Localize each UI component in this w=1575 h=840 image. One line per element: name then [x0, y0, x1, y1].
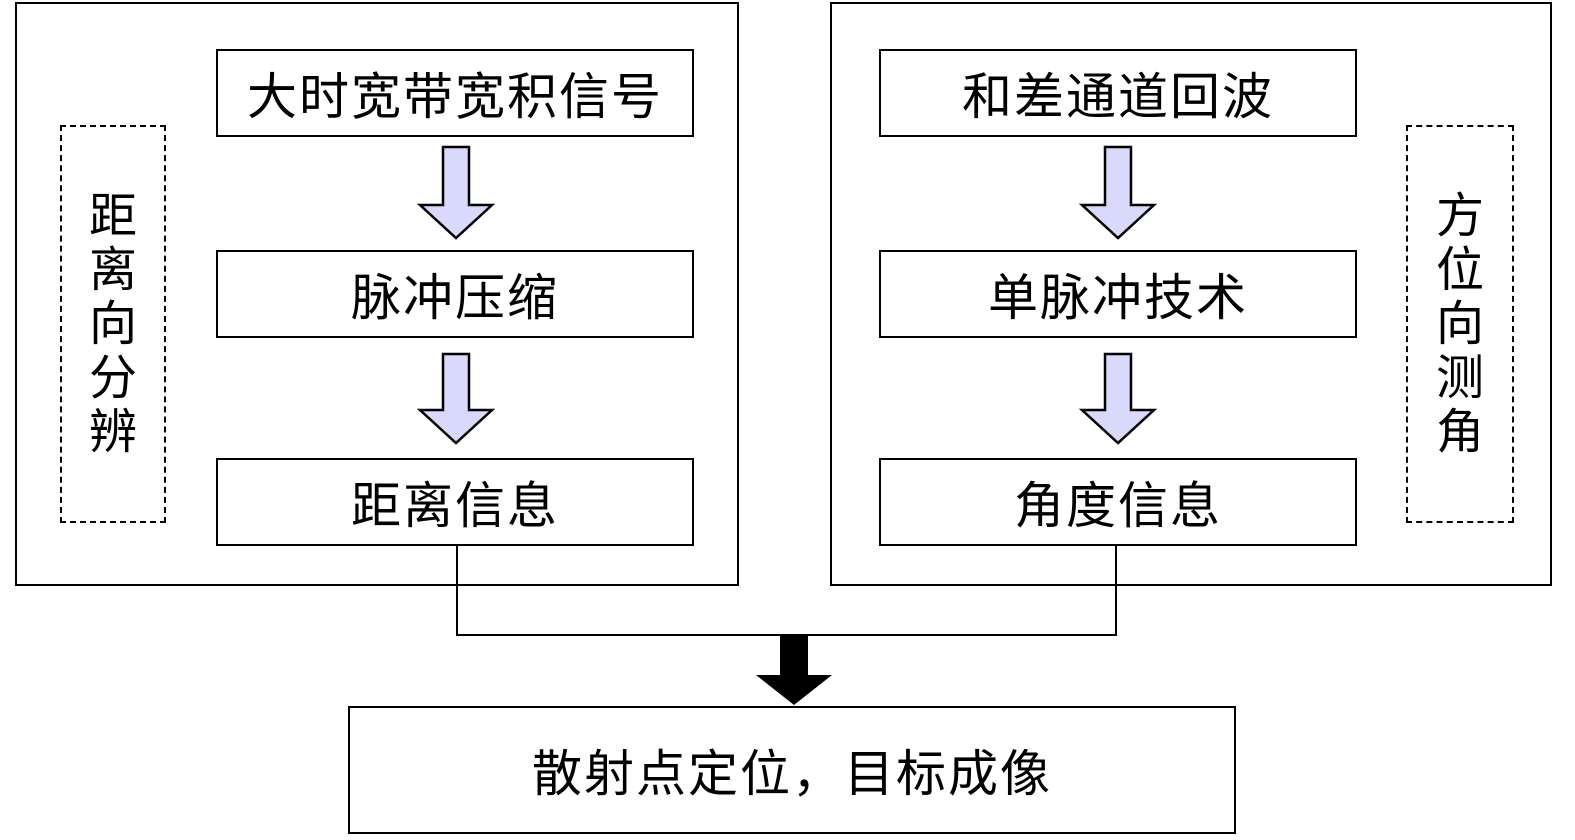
- left-side-label: 距离向分辨: [88, 188, 137, 460]
- merge-arrow-icon: [756, 636, 832, 705]
- right-side-label: 方位向测角: [1435, 188, 1484, 460]
- right-step-3: 角度信息: [879, 458, 1357, 546]
- left-step-1: 大时宽带宽积信号: [216, 49, 694, 137]
- left-step-3: 距离信息: [216, 458, 694, 546]
- left-side-label-box: 距离向分辨: [60, 125, 166, 523]
- left-step-2: 脉冲压缩: [216, 250, 694, 338]
- right-step-1: 和差通道回波: [879, 49, 1357, 137]
- result-box: 散射点定位，目标成像: [348, 706, 1236, 834]
- right-step-2: 单脉冲技术: [879, 250, 1357, 338]
- right-side-label-box: 方位向测角: [1406, 125, 1514, 523]
